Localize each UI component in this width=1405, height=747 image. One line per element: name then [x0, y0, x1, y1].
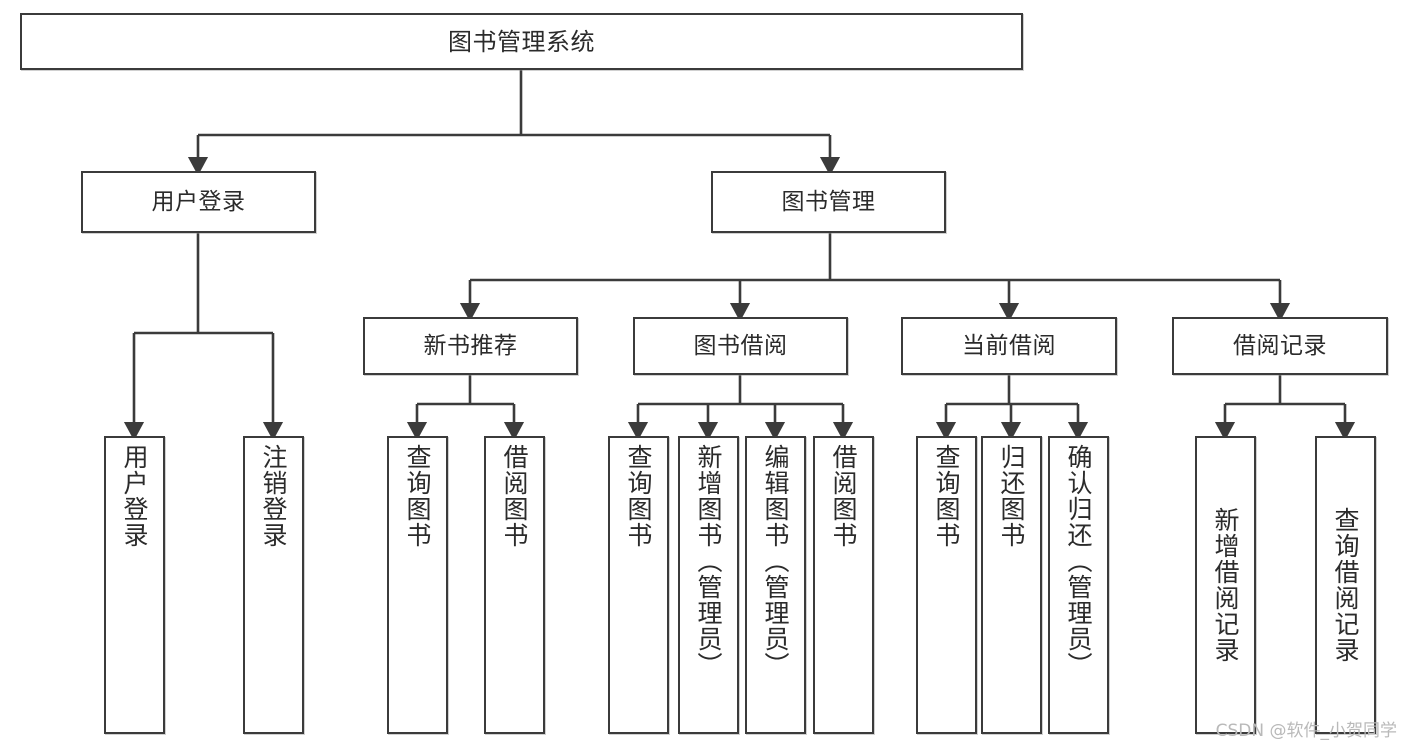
node-user-login[interactable]: 用户登录 [81, 171, 316, 233]
node-root[interactable]: 图书管理系统 [20, 13, 1023, 70]
leaf-query-record[interactable]: 查询借阅记录 [1315, 436, 1376, 734]
leaf-query-book-1-label: 查询图书 [403, 444, 432, 548]
leaf-borrow-book-2-label: 借阅图书 [829, 444, 858, 548]
node-book-borrow[interactable]: 图书借阅 [633, 317, 848, 375]
leaf-confirm-return[interactable]: 确认归还（管理员） [1048, 436, 1109, 734]
node-borrow-record[interactable]: 借阅记录 [1172, 317, 1388, 375]
leaf-edit-book-label: 编辑图书（管理员） [761, 444, 790, 678]
leaf-query-record-label: 查询借阅记录 [1331, 507, 1360, 663]
node-user-login-label: 用户登录 [151, 188, 246, 215]
node-current-borrow[interactable]: 当前借阅 [901, 317, 1117, 375]
leaf-user-login-label: 用户登录 [120, 444, 149, 548]
leaf-add-record-label: 新增借阅记录 [1211, 507, 1240, 663]
leaf-return-book-label: 归还图书 [997, 444, 1026, 548]
leaf-borrow-book-2[interactable]: 借阅图书 [813, 436, 874, 734]
node-current-borrow-label: 当前借阅 [962, 332, 1056, 359]
leaf-query-book-2-label: 查询图书 [624, 444, 653, 548]
leaf-add-record[interactable]: 新增借阅记录 [1195, 436, 1256, 734]
leaf-query-book-2[interactable]: 查询图书 [608, 436, 669, 734]
node-book-borrow-label: 图书借阅 [693, 332, 788, 359]
leaf-query-book-3[interactable]: 查询图书 [916, 436, 977, 734]
node-borrow-record-label: 借阅记录 [1233, 332, 1327, 359]
leaf-user-login[interactable]: 用户登录 [104, 436, 165, 734]
node-book-manage[interactable]: 图书管理 [711, 171, 946, 233]
leaf-logout[interactable]: 注销登录 [243, 436, 304, 734]
leaf-add-book[interactable]: 新增图书（管理员） [678, 436, 739, 734]
node-new-book-rec[interactable]: 新书推荐 [363, 317, 578, 375]
node-root-label: 图书管理系统 [448, 27, 595, 56]
leaf-edit-book[interactable]: 编辑图书（管理员） [745, 436, 806, 734]
leaf-borrow-book-1-label: 借阅图书 [500, 444, 529, 548]
leaf-add-book-label: 新增图书（管理员） [694, 444, 723, 678]
leaf-query-book-3-label: 查询图书 [932, 444, 961, 548]
node-book-manage-label: 图书管理 [781, 188, 876, 215]
leaf-return-book[interactable]: 归还图书 [981, 436, 1042, 734]
watermark: CSDN @软件_小贺同学 [1215, 721, 1397, 741]
leaf-confirm-return-label: 确认归还（管理员） [1064, 444, 1093, 678]
leaf-query-book-1[interactable]: 查询图书 [387, 436, 448, 734]
leaf-borrow-book-1[interactable]: 借阅图书 [484, 436, 545, 734]
leaf-logout-label: 注销登录 [259, 444, 288, 548]
node-new-book-rec-label: 新书推荐 [423, 332, 518, 359]
